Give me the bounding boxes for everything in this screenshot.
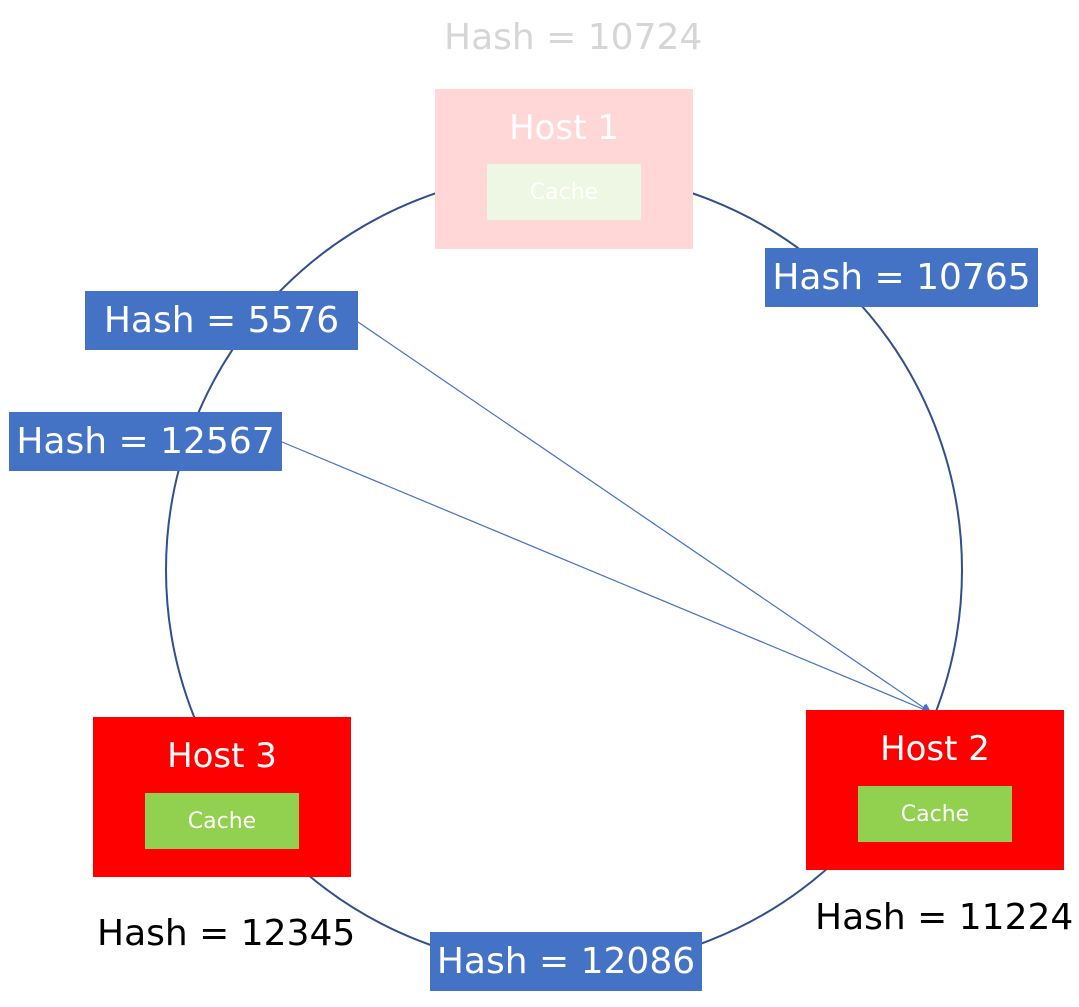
host2-cache: Cache	[858, 786, 1012, 842]
hash-box-10765: Hash = 10765	[765, 248, 1038, 307]
host2-title: Host 2	[880, 729, 990, 769]
host1-node: Host 1 Cache	[435, 89, 693, 249]
host3-cache: Cache	[145, 793, 299, 849]
host1-cache: Cache	[487, 164, 641, 220]
hash-box-5576: Hash = 5576	[85, 291, 358, 350]
host1-hash-label: Hash = 10724	[444, 17, 703, 58]
pointer-5576-to-host2	[357, 321, 932, 714]
host3-hash-label: Hash = 12345	[97, 913, 356, 954]
host2-node: Host 2 Cache	[806, 710, 1064, 870]
host3-node: Host 3 Cache	[93, 717, 351, 877]
host2-hash-label: Hash = 11224	[815, 897, 1074, 938]
hash-box-12086: Hash = 12086	[430, 932, 702, 991]
pointer-12567-to-host2	[281, 441, 932, 714]
host1-title: Host 1	[509, 108, 619, 148]
hash-box-12567: Hash = 12567	[9, 412, 282, 471]
host3-title: Host 3	[167, 736, 277, 776]
